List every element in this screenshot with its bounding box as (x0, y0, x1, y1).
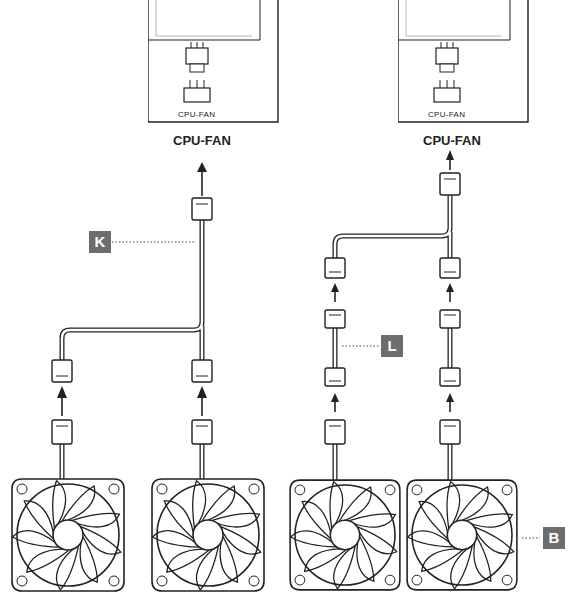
header-silkscreen: CPU-FAN (428, 110, 465, 119)
callout-letter: B (543, 527, 565, 549)
header-label: CPU-FAN (173, 133, 231, 148)
header-label: CPU-FAN (423, 133, 481, 148)
motherboard-header: CPU-FAN CPU-FAN (398, 0, 529, 150)
motherboard-header: CPU-FAN CPU-FAN (148, 0, 279, 150)
board-outline (148, 0, 279, 124)
callout-letter: K (89, 231, 111, 253)
callout-letter: L (381, 335, 403, 357)
header-silkscreen: CPU-FAN (178, 110, 215, 119)
board-outline (398, 0, 529, 124)
